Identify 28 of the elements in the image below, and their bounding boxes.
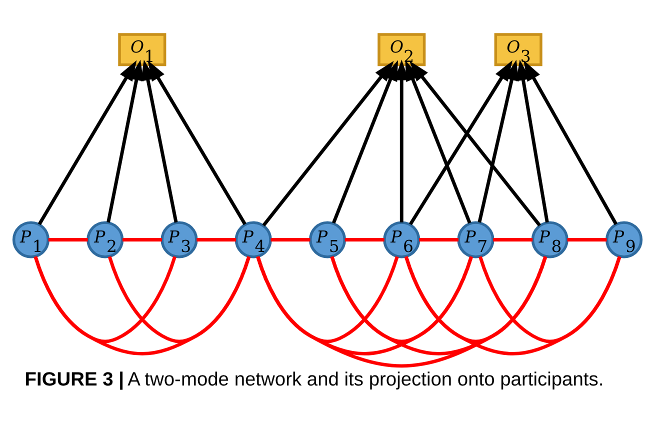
connector bbox=[48, 238, 88, 241]
arrow bbox=[409, 60, 542, 226]
arrow bbox=[394, 59, 409, 222]
arrow bbox=[405, 60, 472, 224]
arrow bbox=[408, 60, 513, 225]
connector bbox=[419, 238, 458, 241]
arrow bbox=[148, 60, 246, 225]
connector bbox=[344, 238, 384, 241]
arrow bbox=[516, 59, 549, 222]
arrow bbox=[524, 60, 618, 225]
connector bbox=[478, 256, 622, 343]
caption: FIGURE 3 | A two-mode network and its projection onto participants. bbox=[24, 368, 604, 390]
connector bbox=[122, 238, 162, 241]
arrow bbox=[478, 59, 519, 222]
connector bbox=[196, 238, 236, 241]
arrow bbox=[106, 59, 144, 222]
connector bbox=[404, 256, 622, 355]
connector bbox=[330, 256, 548, 355]
connector bbox=[270, 238, 310, 241]
arrow bbox=[262, 60, 394, 226]
arrow bbox=[332, 60, 398, 224]
arrow bbox=[38, 60, 137, 225]
connector bbox=[108, 256, 251, 343]
connector bbox=[493, 238, 533, 241]
arrow bbox=[140, 59, 178, 222]
connector bbox=[567, 238, 607, 241]
connector bbox=[256, 256, 548, 368]
connector bbox=[34, 256, 251, 355]
